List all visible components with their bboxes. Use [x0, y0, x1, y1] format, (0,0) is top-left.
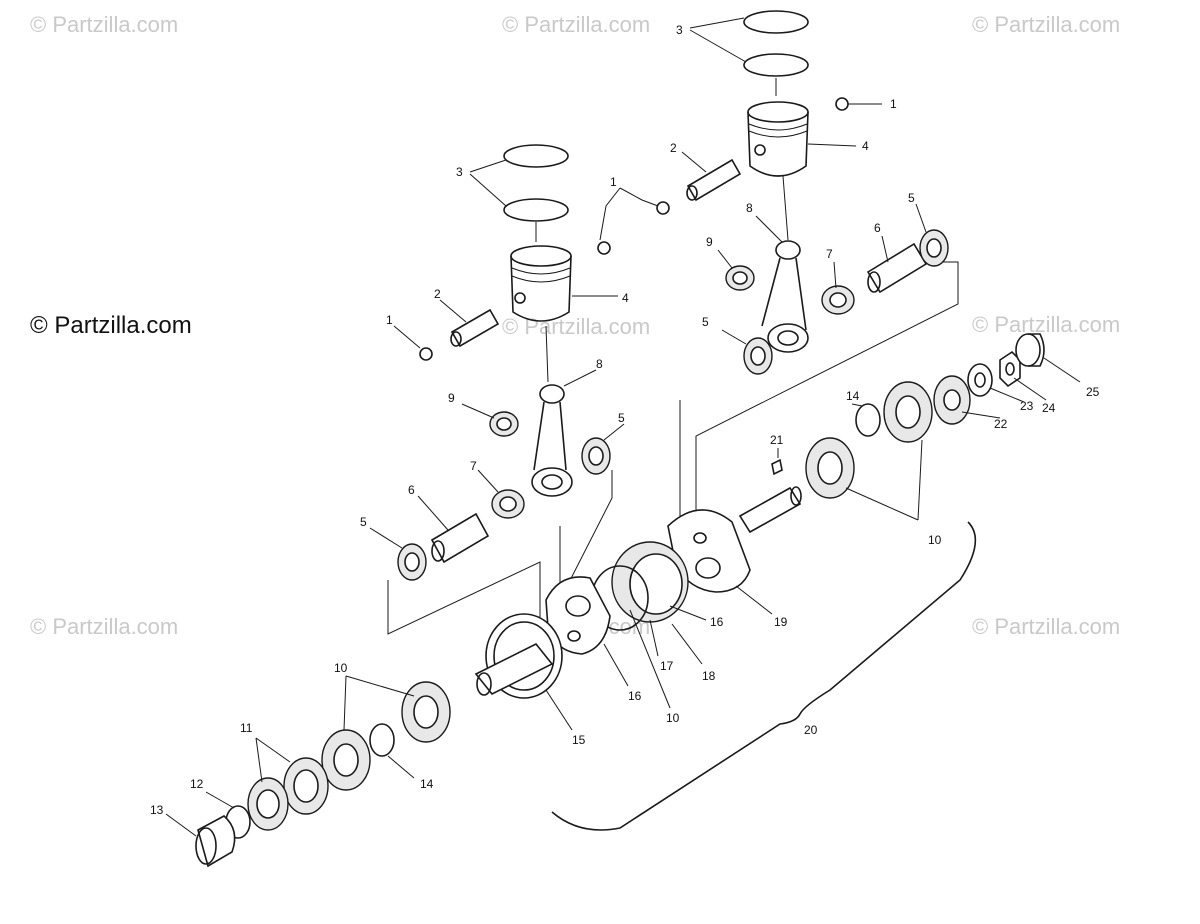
watermark-main: © Partzilla.com [30, 312, 192, 339]
woodruff-key [771, 458, 783, 476]
callout-labels: 3 1 4 2 1 3 5 8 6 9 7 2 4 1 5 8 9 14 5 2… [150, 23, 1100, 817]
callout-19: 19 [774, 615, 788, 629]
piston-rings-top [743, 10, 809, 96]
callout-6: 6 [408, 483, 415, 497]
callout-5: 5 [702, 315, 709, 329]
callout-4: 4 [862, 139, 869, 153]
callout-16: 16 [628, 689, 642, 703]
thrust-washer-left-upper [581, 437, 611, 475]
needle-bearing-left-large [491, 489, 525, 519]
thrust-washer-upper [919, 229, 949, 267]
snap-ring-left [369, 723, 395, 757]
watermark: © Partzilla.com [502, 12, 651, 37]
main-bearing-left-outer [321, 729, 371, 791]
circlip-left-upper [597, 241, 611, 255]
callout-17: 17 [660, 659, 674, 673]
nut-24 [999, 350, 1021, 388]
leader-lines [165, 17, 1081, 837]
brace-20 [551, 521, 977, 831]
needle-bearing-left-small [489, 411, 519, 437]
callout-22: 22 [994, 417, 1008, 431]
assembly-guide-line [679, 261, 959, 520]
crank-web-right [667, 509, 751, 593]
callout-4: 4 [622, 291, 629, 305]
conrod-left [531, 325, 573, 497]
crank-center-seal [591, 541, 689, 631]
circlip-top [835, 97, 849, 111]
callout-8: 8 [596, 357, 603, 371]
callout-7: 7 [826, 247, 833, 261]
crank-pin-top [866, 242, 928, 294]
callout-5: 5 [360, 515, 367, 529]
circlip-mid [656, 201, 670, 215]
callout-10: 10 [928, 533, 942, 547]
crank-shaft-left [474, 642, 554, 696]
callout-1: 1 [890, 97, 897, 111]
main-bearing-right-outer [883, 381, 933, 443]
callout-2: 2 [434, 287, 441, 301]
callout-5: 5 [908, 191, 915, 205]
callout-5: 5 [618, 411, 625, 425]
wrist-pin-left [450, 308, 500, 348]
piston-left [510, 245, 572, 322]
watermark: © Partzilla.com [972, 614, 1121, 639]
crank-shaft-right [738, 486, 802, 534]
callout-21: 21 [770, 433, 784, 447]
callout-14: 14 [846, 389, 860, 403]
callout-9: 9 [706, 235, 713, 249]
callout-7: 7 [470, 459, 477, 473]
needle-bearing-upper-small [725, 265, 755, 291]
callout-16: 16 [710, 615, 724, 629]
circlip-left [419, 347, 433, 361]
thrust-washer-left [397, 543, 427, 581]
sleeve-13 [195, 815, 236, 868]
callout-3: 3 [456, 165, 463, 179]
watermark: © Partzilla.com [972, 12, 1121, 37]
needle-bearing-upper-large [821, 285, 855, 315]
callout-10: 10 [666, 711, 680, 725]
callout-14: 14 [420, 777, 434, 791]
callout-6: 6 [874, 221, 881, 235]
piston-top [747, 101, 809, 177]
callout-1: 1 [610, 175, 617, 189]
washer-22 [933, 375, 971, 425]
watermark: © Partzilla.com [30, 614, 179, 639]
oil-seal-outer [283, 757, 329, 815]
washer-23 [967, 363, 993, 397]
callout-3: 3 [676, 23, 683, 37]
callout-8: 8 [746, 201, 753, 215]
assembly-guide-line-left [387, 470, 613, 640]
watermark: © Partzilla.com [30, 12, 179, 37]
conrod-top [761, 175, 809, 353]
crank-pin-left [430, 512, 490, 564]
callout-24: 24 [1042, 401, 1056, 415]
oil-seal-inner [247, 777, 289, 831]
callout-15: 15 [572, 733, 586, 747]
wrist-pin-top [686, 158, 742, 202]
callout-2: 2 [670, 141, 677, 155]
callout-10: 10 [334, 661, 348, 675]
callout-12: 12 [190, 777, 204, 791]
callout-9: 9 [448, 391, 455, 405]
callout-13: 13 [150, 803, 164, 817]
main-bearing-right-inner [805, 437, 855, 499]
snap-ring-right [855, 403, 881, 437]
callout-20: 20 [804, 723, 818, 737]
thrust-washer-mid [743, 337, 773, 375]
main-bearing-left-inner [401, 681, 451, 743]
callout-25: 25 [1086, 385, 1100, 399]
cap-25 [1015, 333, 1045, 367]
callout-1: 1 [386, 313, 393, 327]
callout-23: 23 [1020, 399, 1034, 413]
callout-18: 18 [702, 669, 716, 683]
watermark: © Partzilla.com [972, 312, 1121, 337]
piston-rings-left [503, 144, 569, 242]
callout-11: 11 [240, 721, 253, 735]
